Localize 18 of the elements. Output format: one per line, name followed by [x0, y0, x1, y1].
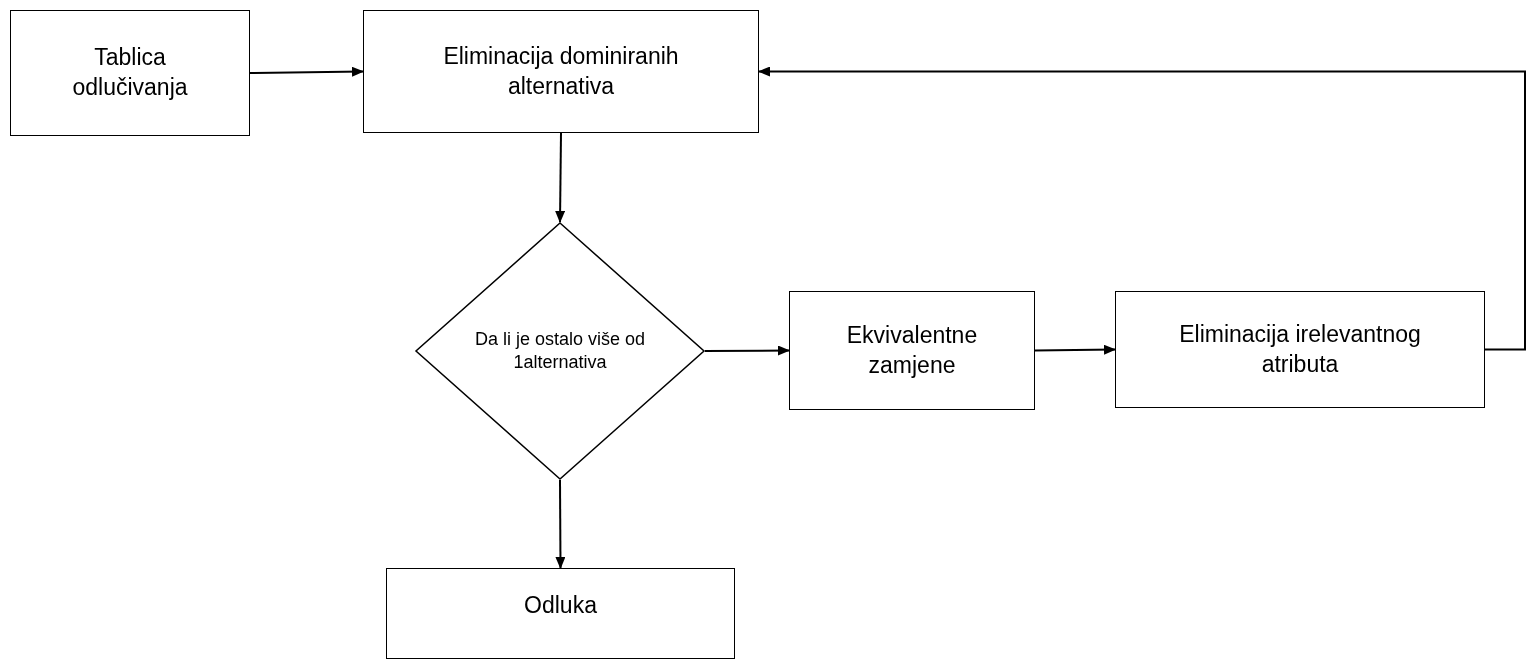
- arrow: [758, 66, 1526, 351]
- box-label: Eliminacija irelevantnog atributa: [1178, 319, 1422, 379]
- box-label: Odluka: [524, 591, 597, 620]
- arrow: [704, 345, 790, 356]
- process-box: [1115, 291, 1485, 408]
- process-box: [386, 568, 735, 659]
- process-box: [363, 10, 759, 133]
- arrow: [555, 479, 566, 569]
- arrow: [1034, 344, 1116, 355]
- arrow: [249, 66, 364, 77]
- decision-diamond: [415, 222, 705, 480]
- box-label: Da li je ostalo više od 1alternativa: [473, 327, 647, 374]
- box-label: Ekvivalentne zamjene: [845, 320, 979, 380]
- arrow: [555, 132, 566, 223]
- box-label: Eliminacija dominiranih alternativa: [442, 41, 680, 101]
- process-box: [789, 291, 1035, 410]
- box-label: Tablica odlučivanja: [71, 43, 189, 102]
- process-box: [10, 10, 250, 136]
